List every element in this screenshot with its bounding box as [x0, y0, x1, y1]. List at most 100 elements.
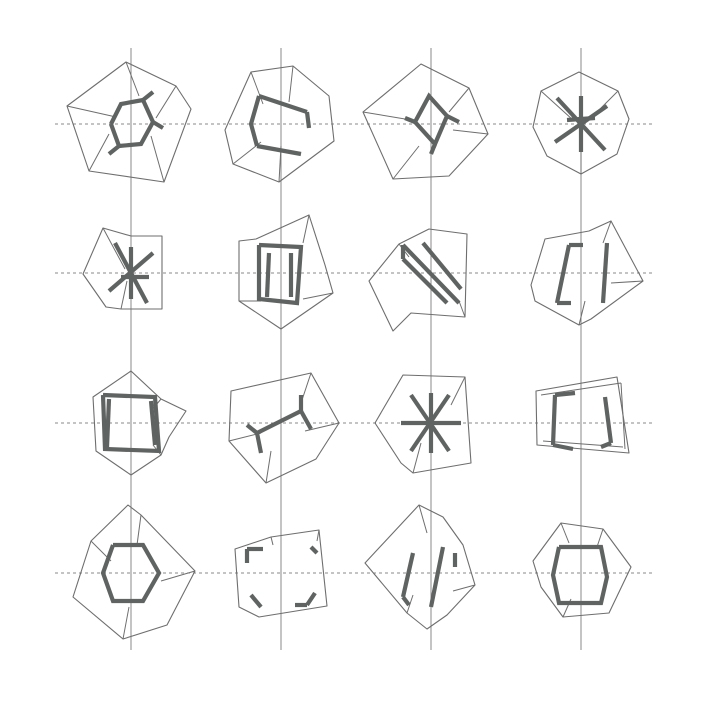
panel-thick-edge [264, 252, 272, 298]
panel-inner-edge [120, 280, 128, 310]
panel-inner-edge [150, 135, 165, 183]
panel-r3c1 [92, 370, 187, 476]
panel-inner-edge [155, 85, 177, 119]
panel-r3c4 [535, 376, 630, 454]
panel-inner-edge [540, 382, 622, 396]
panel-thick-edge [400, 552, 416, 598]
panel-inner-edge [542, 440, 624, 448]
panel-inner-edge [602, 220, 612, 244]
panel-outline [82, 227, 163, 310]
panel-inner-edge [620, 382, 626, 450]
panel-inner-edge [452, 129, 489, 135]
panels [66, 61, 644, 640]
panel-thick-edge [249, 593, 263, 609]
panel-outline [66, 61, 192, 183]
panel-inner-edge [304, 422, 340, 432]
panel-inner-edge [122, 606, 130, 640]
panel-thick-edge [258, 94, 308, 114]
panel-r4c4 [532, 522, 632, 618]
panel-inner-edge [302, 214, 310, 244]
panel-inner-edge [102, 227, 126, 270]
panel-r3c3 [374, 374, 472, 474]
panel-thick-edge [554, 390, 576, 398]
panel-r2c2 [238, 214, 334, 330]
panel-thick-edge [309, 545, 319, 555]
panel-outline [364, 504, 476, 630]
panel-r1c2 [224, 65, 335, 183]
panel-outline [224, 65, 335, 183]
panel-inner-edge [316, 529, 320, 542]
panel-inner-edge [136, 514, 142, 546]
panel-inner-edge [160, 570, 196, 582]
panel-thick-edge [401, 595, 411, 607]
panel-inner-edge [610, 280, 644, 284]
panel-thick-edge [141, 90, 155, 102]
panel-thick-edge [109, 97, 156, 149]
panel-inner-edge [458, 300, 466, 318]
panel-thick-edge [107, 144, 121, 156]
panel-thick-edge [401, 257, 449, 305]
panel-inner-edge [450, 376, 466, 406]
panel-thick-edge [305, 591, 317, 607]
panel-outline [532, 522, 632, 618]
panel-thick-edge [100, 392, 162, 454]
panel-thick-edge [248, 95, 262, 147]
panel-thick-edge [554, 244, 572, 304]
panel-thick-edge [256, 143, 302, 157]
panel-inner-edge [448, 87, 470, 113]
panel-r4c3 [364, 504, 476, 630]
panel-thick-edge [254, 432, 264, 454]
panel-thick-edge [428, 546, 446, 608]
panel-r1c4 [532, 71, 630, 175]
panel-thick-edge [104, 398, 112, 448]
panel-outline [535, 376, 630, 454]
panel-thick-edge [602, 396, 614, 444]
panel-thick-edge [550, 544, 610, 606]
panel-thick-edge [552, 442, 574, 452]
panel-inner-edge [265, 450, 272, 484]
panel-r4c1 [72, 504, 196, 640]
panel-outline [238, 214, 334, 330]
panel-inner-edge [362, 111, 412, 121]
panel-inner-edge [452, 584, 476, 592]
panel-inner-edge [66, 105, 117, 118]
panel-inner-edge [596, 528, 604, 548]
panel-thick-edge [404, 116, 416, 124]
panel-thick-edge [299, 409, 313, 431]
panel-outline [532, 71, 630, 175]
panel-outline [92, 370, 187, 476]
panel-inner-edge [540, 90, 574, 121]
panel-thick-edge [304, 111, 312, 129]
panel-inner-edge [270, 536, 274, 546]
panel-inner-edge [392, 145, 420, 180]
panel-thick-edge [401, 243, 461, 305]
panel-r2c3 [368, 228, 468, 332]
panel-thick-edge [600, 441, 612, 449]
panel-r3c2 [228, 372, 340, 484]
panel-thick-edge [566, 115, 596, 123]
panel-thick-edge [550, 394, 558, 446]
panel-inner-edge [412, 442, 422, 474]
panel-thick-edge [421, 241, 463, 291]
panel-r2c4 [530, 220, 644, 326]
panel-thick-edge [245, 423, 259, 435]
panel-thick-edge [151, 120, 165, 130]
panel-thick-edge [446, 114, 460, 124]
panel-r1c1 [66, 61, 192, 183]
panel-inner-edge [288, 65, 294, 103]
panel-r2c1 [82, 227, 163, 310]
panel-inner-edge [88, 133, 110, 172]
panel-outline [228, 372, 340, 484]
panel-r4c2 [234, 529, 328, 618]
panel-inner-edge [302, 292, 334, 300]
panel-thick-edge [256, 242, 304, 306]
panel-thick-edge [148, 400, 158, 446]
panel-r1c3 [362, 63, 489, 180]
panel-inner-edge [578, 300, 586, 326]
panel-thick-edge [600, 242, 610, 304]
panel-inner-edge [125, 61, 140, 97]
panel-outline [362, 63, 489, 180]
panel-thick-edge [429, 143, 437, 155]
